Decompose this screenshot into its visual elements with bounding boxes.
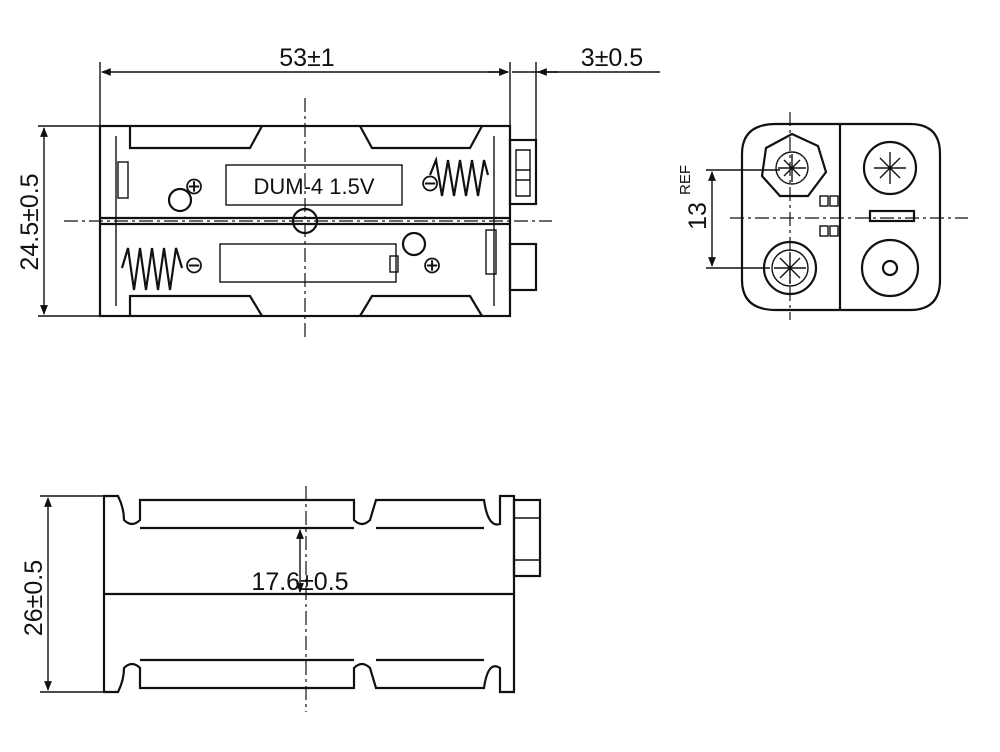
width-dim-label: 53±1 [279, 44, 334, 72]
width-dimension: 53±1 3±0.5 [99, 44, 660, 140]
minus-symbol-lower: ⊖ [184, 252, 204, 279]
top-view: 53±1 3±0.5 24.5±0.5 DUM-4 1.5V [16, 44, 660, 340]
height-dimension: 24.5±0.5 [16, 125, 100, 317]
side-view: 26±0.5 17.6±0.5 [20, 486, 542, 712]
cell-label: DUM-4 1.5V [253, 174, 374, 199]
offset-dim-label: 3±0.5 [581, 44, 643, 72]
side-view-outline [102, 494, 516, 694]
label-plate-lower [219, 243, 397, 283]
center-rivet [291, 207, 319, 235]
snap-terminal [508, 138, 538, 206]
plus-symbol-upper: ⊕ [184, 173, 204, 200]
spacing-dim-label: 13 [684, 202, 712, 230]
height-dim-label: 24.5±0.5 [16, 173, 44, 270]
inner-dim-label: 17.6±0.5 [251, 568, 348, 596]
end-view: 13 REF [677, 112, 968, 320]
side-height-dim-label: 26±0.5 [20, 560, 48, 636]
label-plate-upper [225, 164, 403, 206]
plus-symbol-lower: ⊕ [422, 252, 442, 279]
spring-upper [428, 155, 490, 197]
end-view-outline [740, 122, 942, 312]
ref-label: REF [677, 165, 694, 195]
hex-terminal [760, 132, 828, 198]
spring-lower [120, 247, 184, 291]
minus-symbol-upper: ⊖ [420, 170, 440, 197]
